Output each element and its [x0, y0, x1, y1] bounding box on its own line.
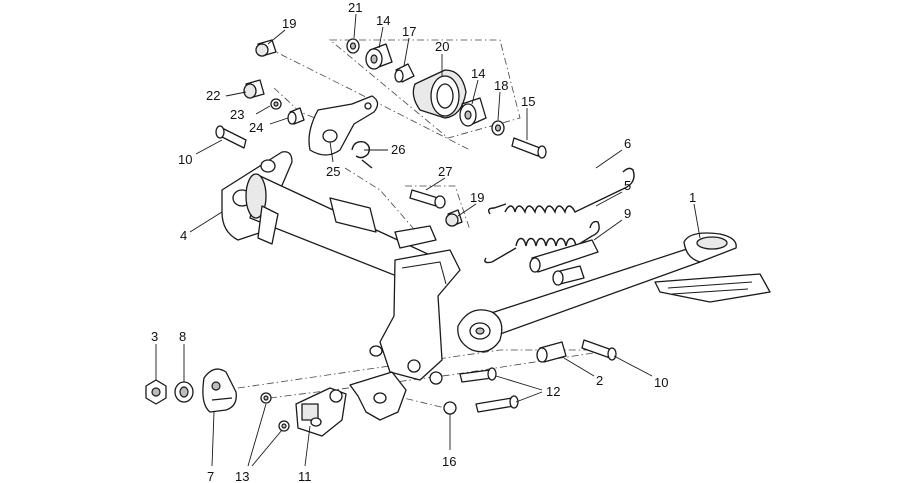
lower-left-parts — [145, 368, 347, 437]
callout-27: 27 — [438, 164, 452, 179]
callout-10-lower: 10 — [654, 375, 668, 390]
callout-7: 7 — [207, 469, 214, 483]
callout-22: 22 — [206, 88, 220, 103]
callout-13: 13 — [235, 469, 249, 483]
callout-14-top-right: 14 — [471, 66, 485, 81]
callout-23: 23 — [230, 107, 244, 122]
callout-6: 6 — [624, 136, 631, 151]
leader-lines — [155, 13, 701, 467]
callout-14-top-left: 14 — [376, 13, 390, 28]
callout-3: 3 — [151, 329, 158, 344]
mid-fasteners — [409, 189, 463, 227]
callout-17: 17 — [402, 24, 416, 39]
callout-5: 5 — [624, 178, 631, 193]
sleeve — [529, 239, 599, 273]
springs — [484, 167, 635, 264]
callout-8: 8 — [179, 329, 186, 344]
callout-4: 4 — [180, 228, 187, 243]
callout-9: 9 — [624, 206, 631, 221]
callout-19-mid: 19 — [470, 190, 484, 205]
callout-26: 26 — [391, 142, 405, 157]
callout-21: 21 — [348, 0, 362, 15]
callout-19-top: 19 — [282, 16, 296, 31]
callout-24: 24 — [249, 120, 263, 135]
side-stand-leg — [457, 232, 771, 353]
top-bearing-assembly — [346, 38, 547, 159]
upper-left-fasteners — [215, 39, 305, 149]
callout-1: 1 — [689, 190, 696, 205]
callout-20: 20 — [435, 39, 449, 54]
callout-11: 11 — [298, 469, 312, 483]
pivot-bolt — [552, 265, 585, 286]
callout-15: 15 — [521, 94, 535, 109]
main-bracket — [221, 151, 461, 421]
callout-18: 18 — [494, 78, 508, 93]
bracket-plate-and-clip — [308, 95, 379, 169]
callout-10-upper: 10 — [178, 152, 192, 167]
lower-right-bolts — [429, 339, 617, 415]
callout-12: 12 — [546, 384, 560, 399]
callout-labels: 21 14 17 20 19 14 18 15 22 23 24 10 26 2… — [151, 0, 696, 483]
callout-2: 2 — [596, 373, 603, 388]
callout-16: 16 — [442, 454, 456, 469]
callout-25: 25 — [326, 164, 340, 179]
